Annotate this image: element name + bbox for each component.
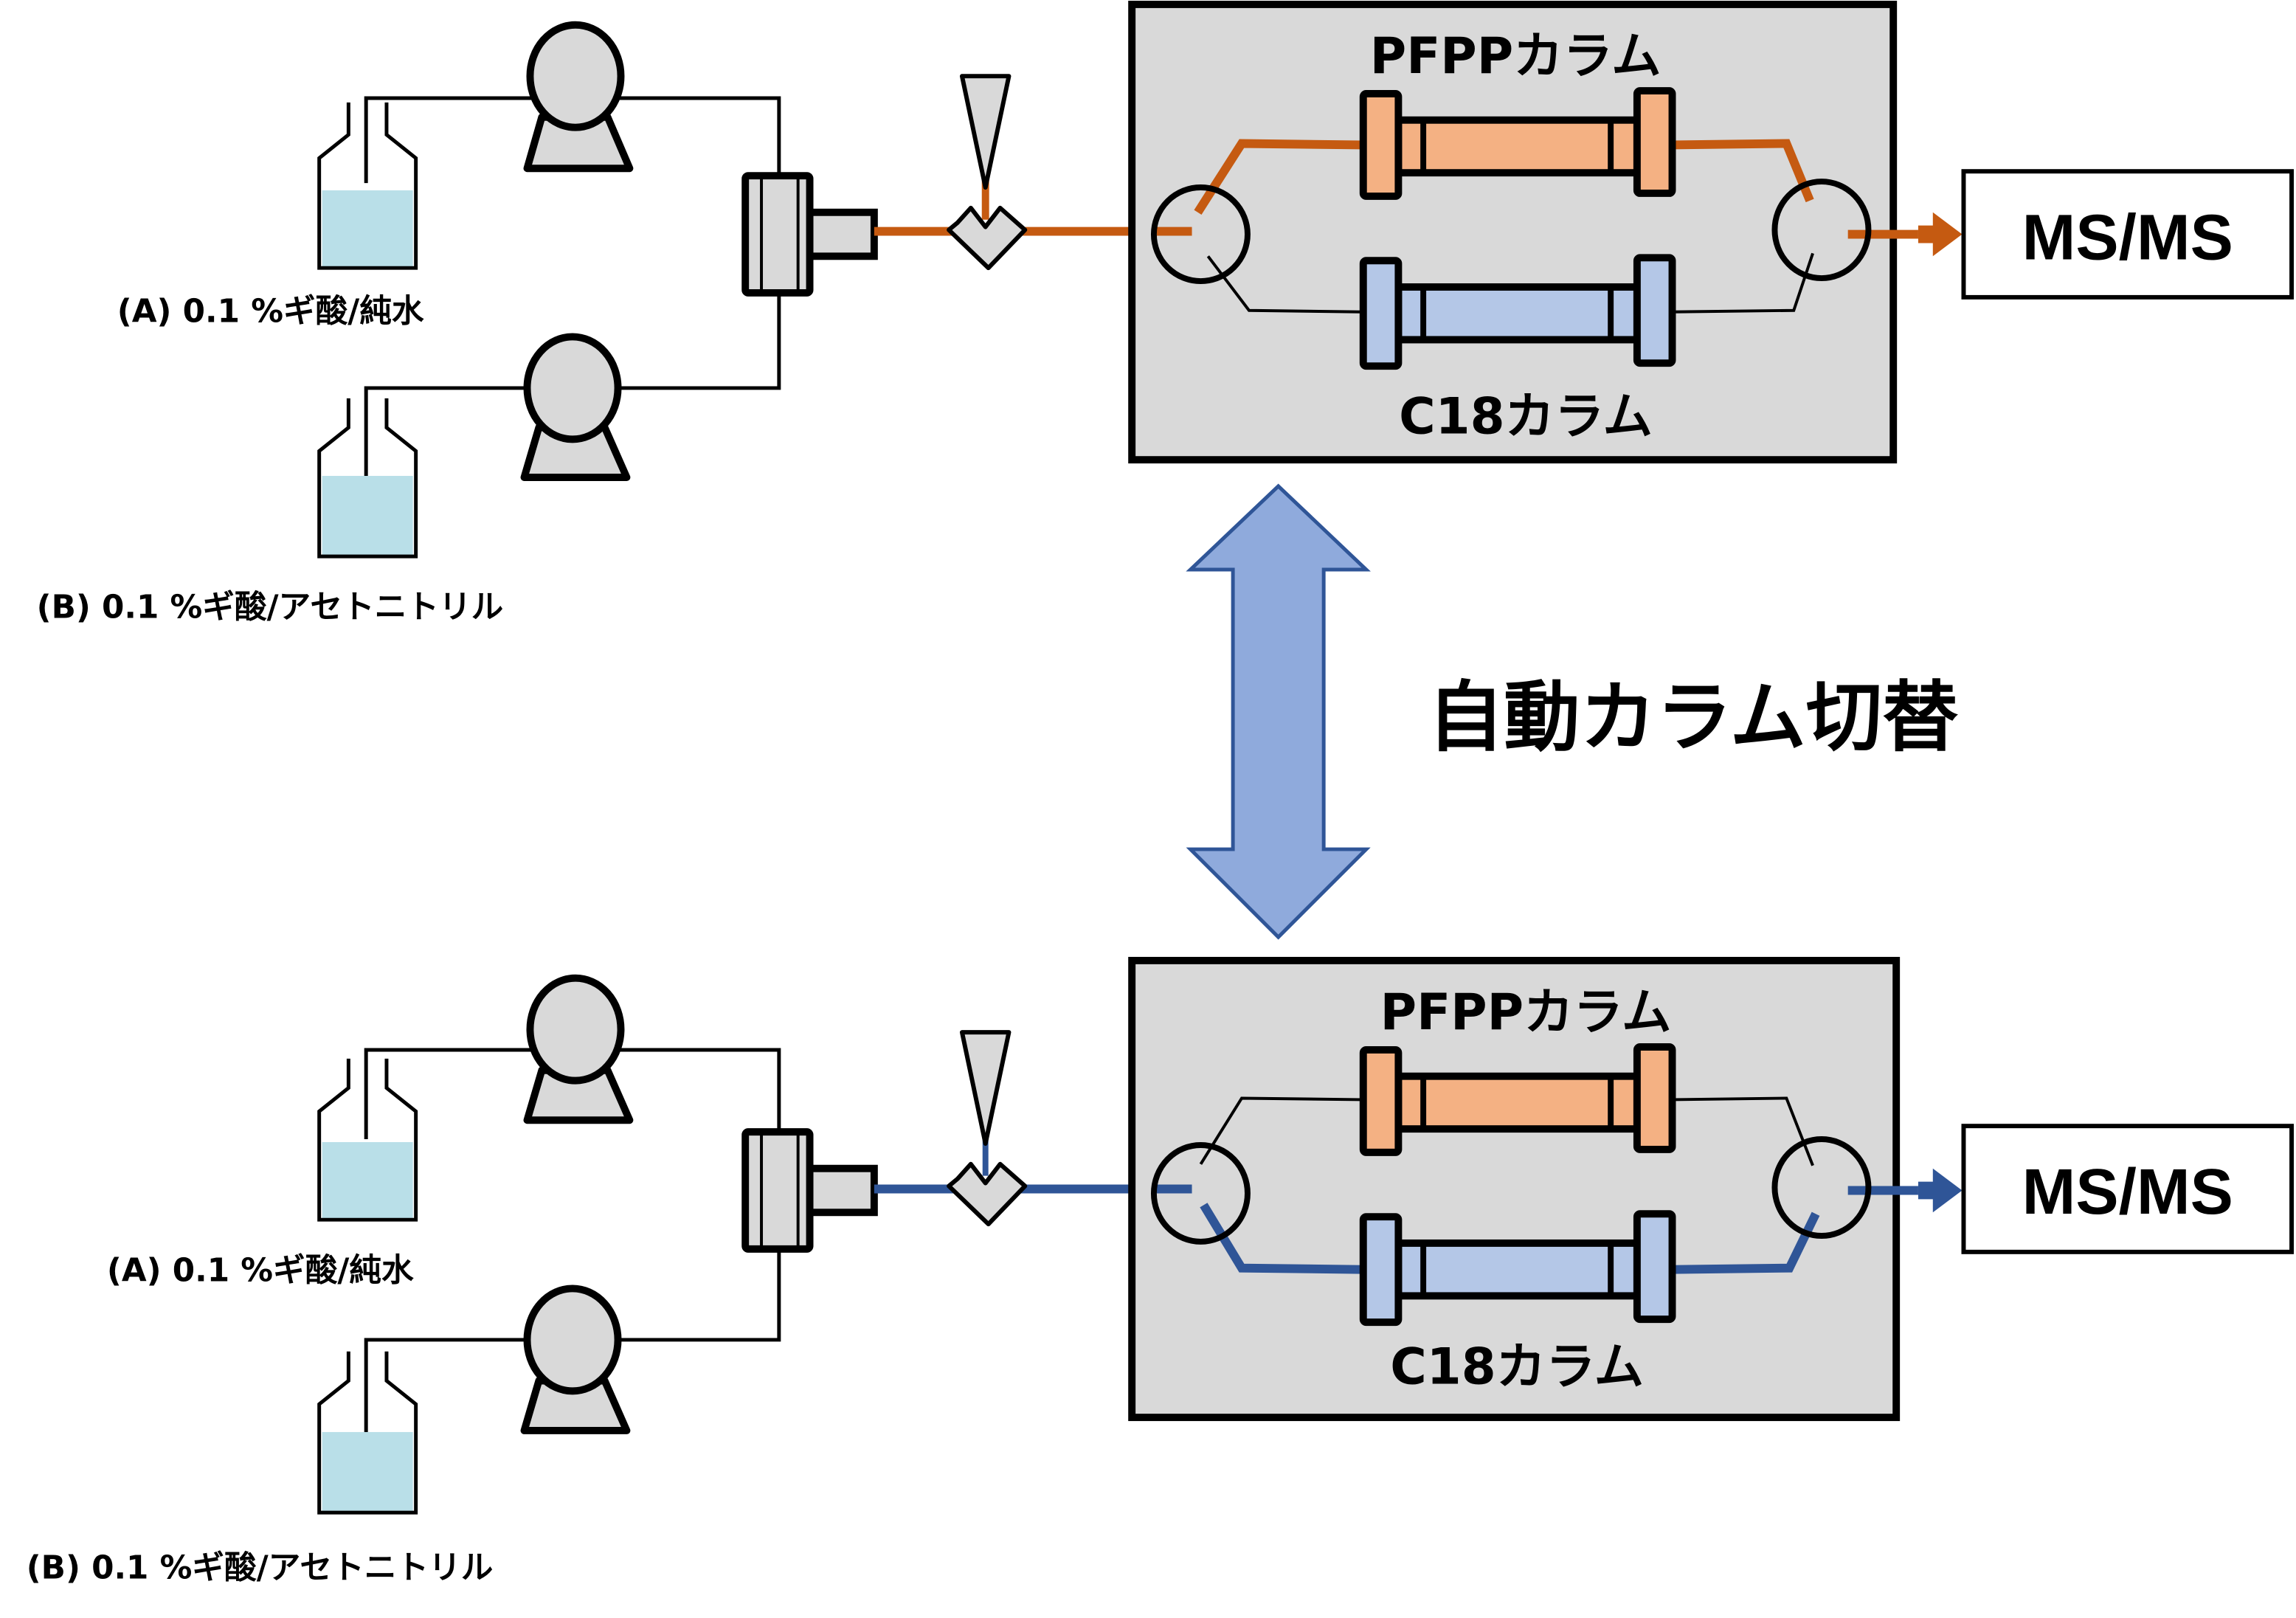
msms-detector bbox=[1961, 1124, 2295, 1254]
switching-valve-right bbox=[1771, 179, 1872, 282]
pfpp-column bbox=[1359, 1043, 1676, 1156]
solvent-bottle-a bbox=[317, 1058, 418, 1222]
pfpp-column-label: PFPPカラム bbox=[1380, 983, 1672, 1041]
column-oven bbox=[1128, 956, 1901, 1422]
mixer bbox=[741, 172, 878, 297]
pump-a bbox=[523, 21, 634, 173]
injector bbox=[947, 74, 1028, 271]
solvent-bottle-b bbox=[317, 1351, 418, 1515]
outlet-arrow bbox=[1918, 1168, 1963, 1213]
c18-column bbox=[1359, 1210, 1676, 1327]
outlet-arrow bbox=[1918, 212, 1963, 257]
msms-label: MS/MS bbox=[2022, 201, 2233, 273]
double-arrow-icon bbox=[1186, 483, 1371, 940]
switching-valve-right bbox=[1771, 1136, 1872, 1239]
top-system: (A) 0.1 %ギ酸/純水 (B) 0.1 %ギ酸/アセトニトリル bbox=[37, 0, 2295, 626]
active-path-pfpp bbox=[1156, 139, 1918, 239]
bottom-system: (A) 0.1 %ギ酸/純水 (B) 0.1 %ギ酸/アセトニトリル PFPPカ… bbox=[27, 956, 2295, 1586]
active-path-c18 bbox=[1156, 1184, 1918, 1274]
pump-b bbox=[520, 1285, 631, 1434]
msms-detector bbox=[1961, 169, 2295, 300]
solvent-bottle-a bbox=[317, 102, 418, 270]
c18-column-label: C18カラム bbox=[1390, 1337, 1644, 1395]
switching-valve-left bbox=[1150, 1142, 1251, 1245]
pump-a bbox=[523, 974, 634, 1124]
switching-valve-left bbox=[1150, 184, 1251, 285]
pfpp-column bbox=[1359, 87, 1676, 200]
solvent-bottle-b bbox=[317, 398, 418, 559]
pfpp-column-label: PFPPカラム bbox=[1370, 27, 1662, 85]
mixer bbox=[741, 1128, 878, 1253]
solvent-b-label: (B) 0.1 %ギ酸/アセトニトリル bbox=[37, 589, 504, 626]
column-switch-indicator: 自動カラム切替 bbox=[1186, 483, 1958, 940]
solvent-a-label: (A) 0.1 %ギ酸/純水 bbox=[107, 1252, 414, 1290]
solvent-b-label: (B) 0.1 %ギ酸/アセトニトリル bbox=[27, 1549, 494, 1586]
auto-column-switch-label: 自動カラム切替 bbox=[1428, 674, 1958, 762]
c18-column bbox=[1359, 254, 1676, 370]
msms-label: MS/MS bbox=[2022, 1155, 2233, 1228]
c18-column-label: C18カラム bbox=[1399, 387, 1653, 445]
pump-b bbox=[520, 333, 631, 481]
solvent-a-label: (A) 0.1 %ギ酸/純水 bbox=[117, 293, 424, 331]
injector bbox=[947, 1030, 1028, 1227]
